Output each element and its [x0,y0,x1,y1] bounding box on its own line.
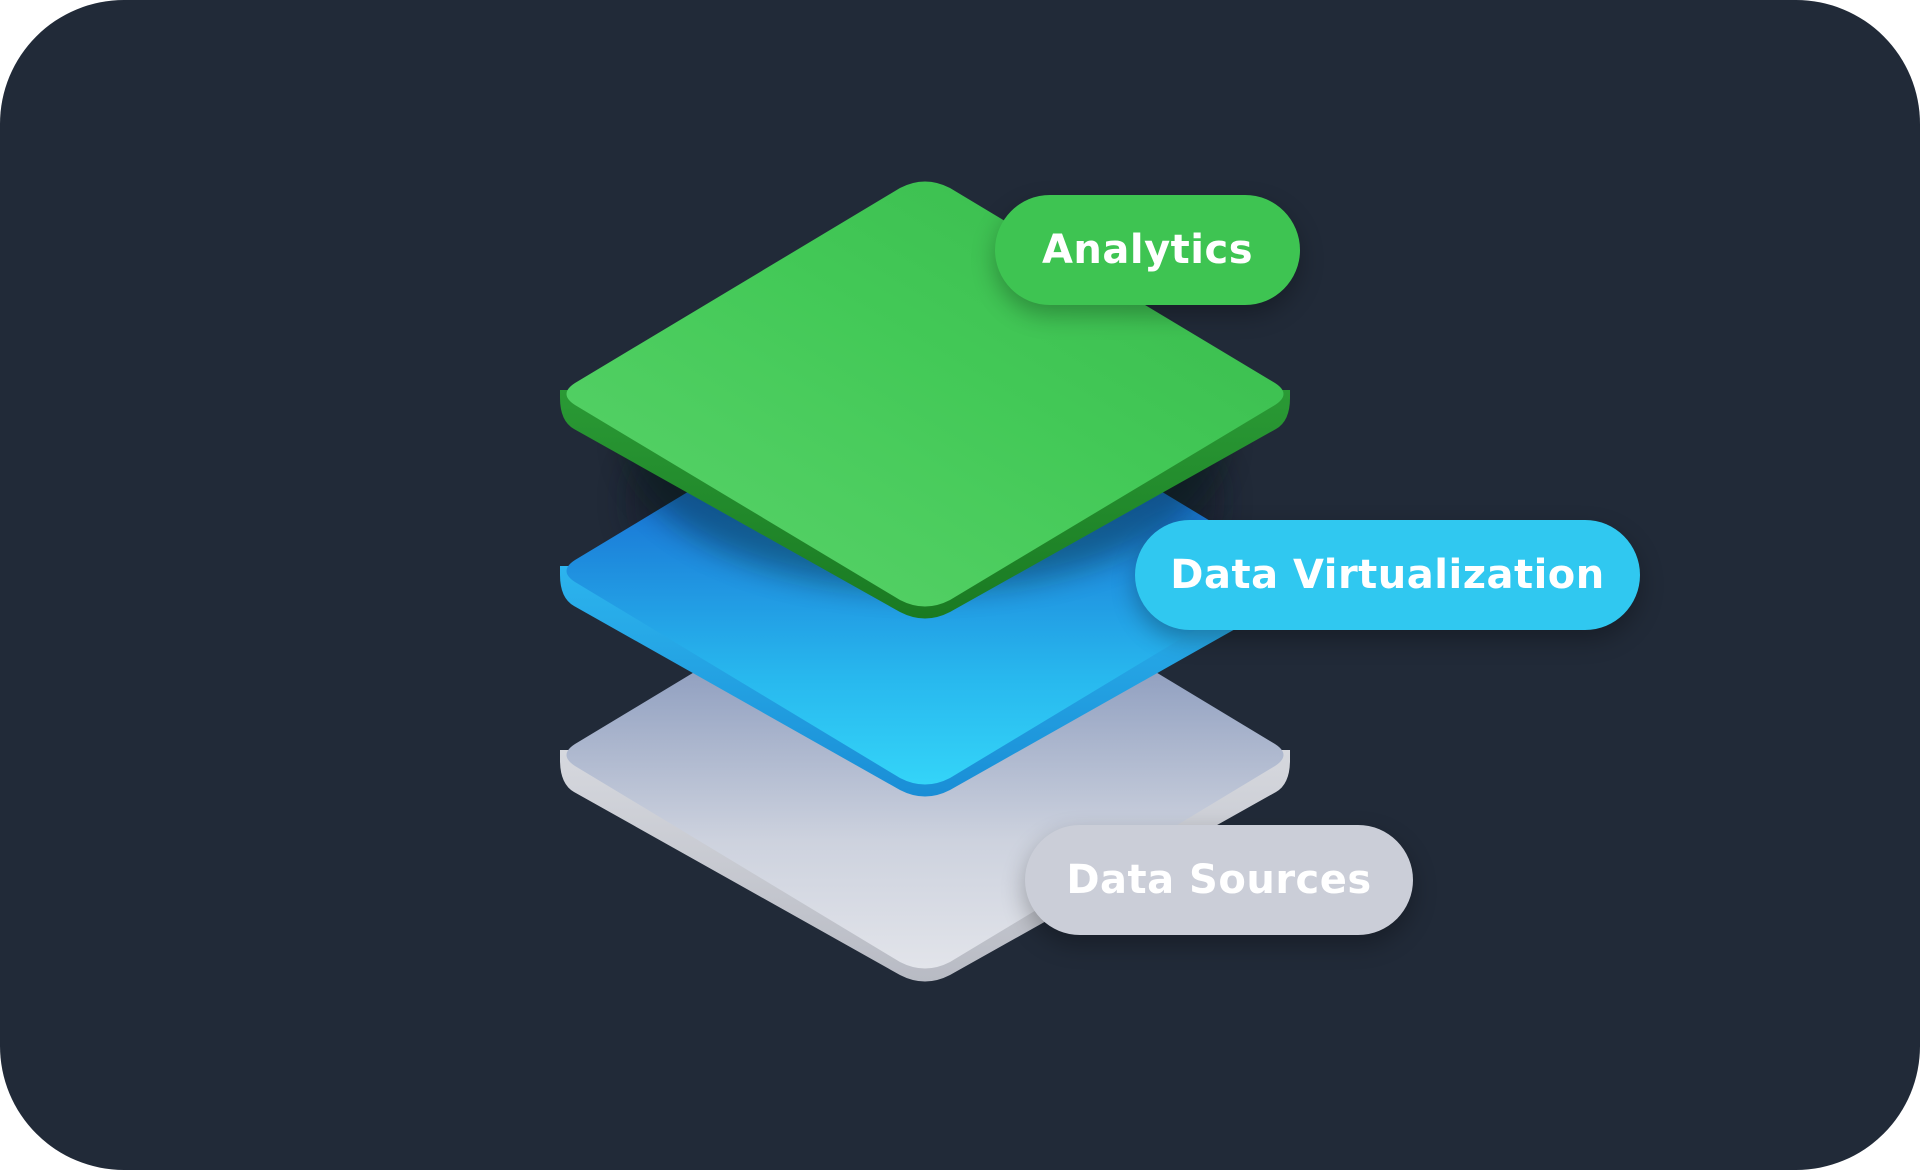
label-data-virtualization: Data Virtualization [1135,520,1640,630]
label-data-sources: Data Sources [1025,825,1413,935]
label-analytics: Analytics [995,195,1300,305]
